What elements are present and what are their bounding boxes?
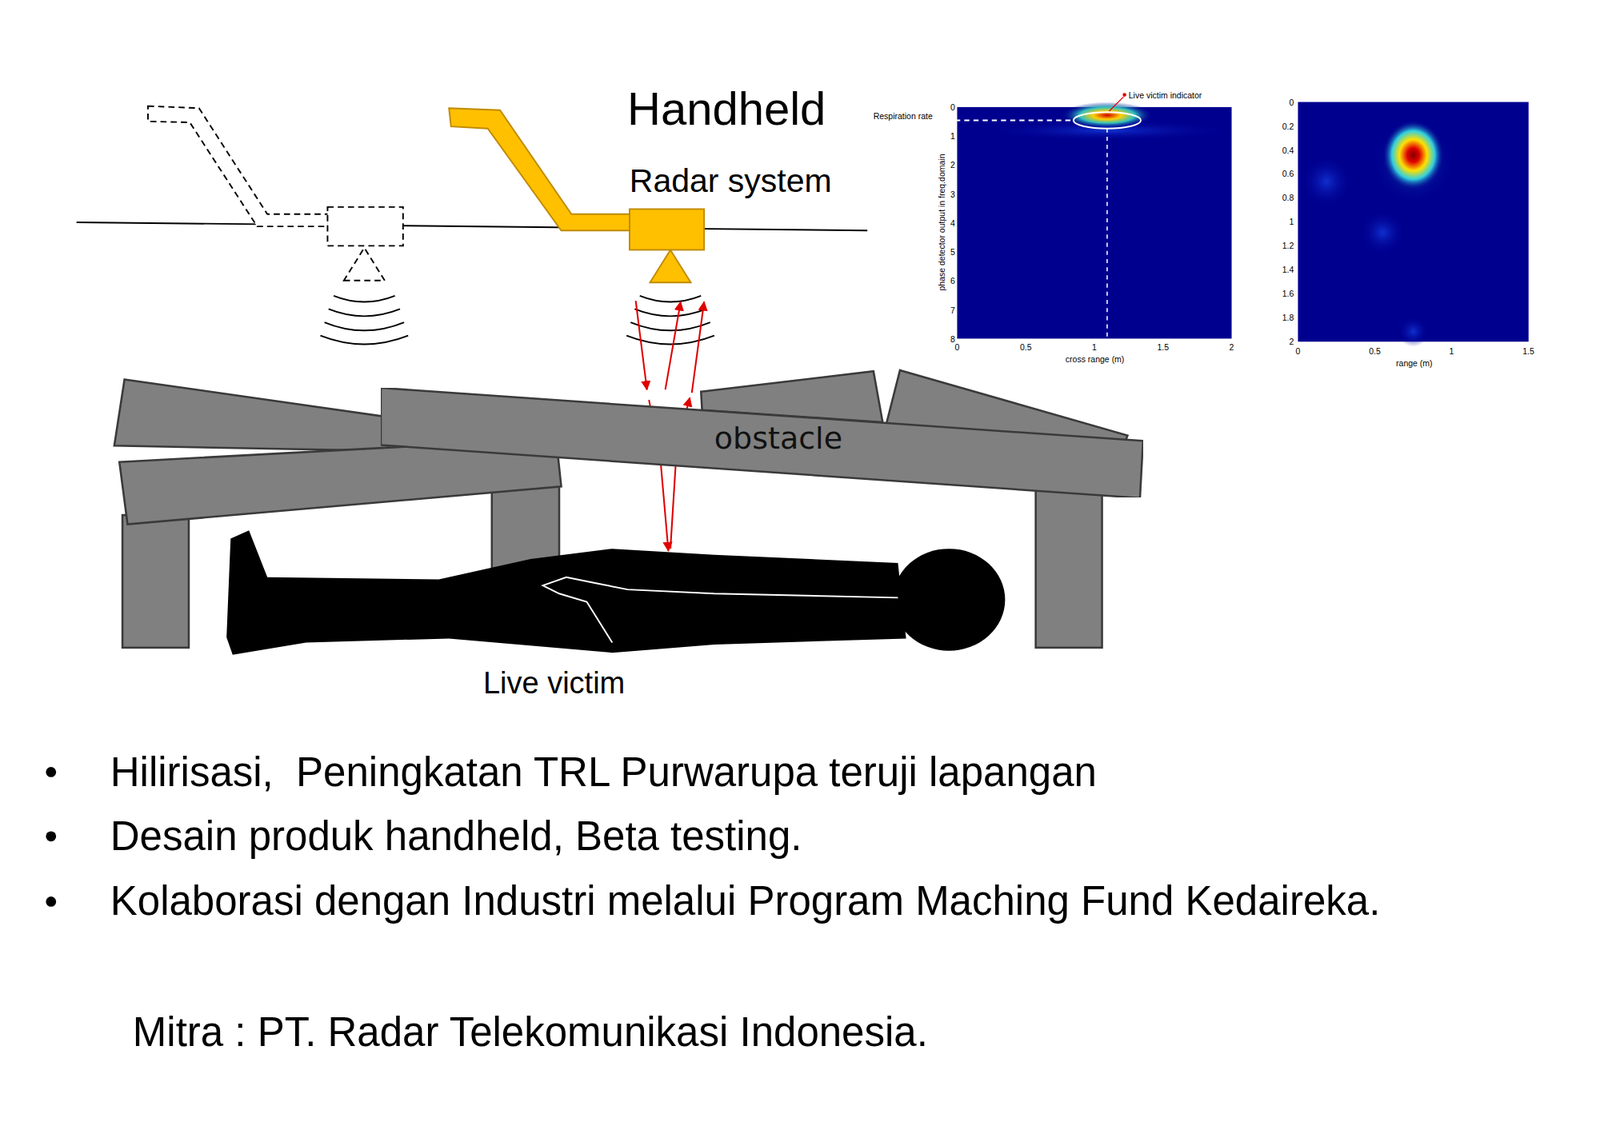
plot-label: 0.4 [1282,144,1295,155]
plot-label: 1.6 [1282,288,1295,299]
plot-label: 0 [955,342,960,352]
plot-label: 0.5 [1020,342,1032,352]
plot-label: 5 [950,247,956,257]
plot-label: 1.2 [1282,240,1295,251]
plot-label: 7 [950,304,956,315]
node-text: obstacle [714,420,843,456]
radar-waves [320,296,715,345]
figure-label: Handheld [627,82,826,136]
plot-label: 1 [1449,346,1455,356]
plot-label: Respiration rate [873,111,933,121]
bullet-dots [45,767,56,908]
figure-label: Radar system [629,162,832,200]
plot-label: 3 [950,189,956,200]
plot-label: 1.5 [1522,346,1535,356]
handheld-ghost [148,106,404,281]
plot-label: 1.5 [1156,342,1169,352]
plot-label: 0.8 [1282,192,1295,203]
plot-label: 1 [1289,216,1295,227]
plot-label: 0.5 [1368,346,1381,356]
plot-label: cross range (m) [1065,354,1125,364]
figure-label: Live victim [483,666,625,702]
obstacle-slab: obstacle [380,388,1144,499]
plot-label: range (m) [1396,358,1433,368]
bullet-text: Kolaborasi dengan Industri melalui Progr… [110,870,1441,933]
plot-label: 0.2 [1282,120,1295,131]
heatmap-respiration [936,92,1232,339]
bullet-text: Desain produk handheld, Beta testing. [110,813,803,861]
plot-label: 2 [1289,336,1295,347]
plot-label: 1.4 [1282,264,1295,275]
plot-label: 0.6 [1282,168,1295,179]
plot-label: 0 [950,102,956,112]
plot-label: 2 [950,160,956,170]
plot-label: 1 [950,131,956,141]
plot-label: phase detector output in freq.domain [936,154,947,292]
plot-label: 4 [950,218,956,228]
plot-label: 0 [1296,346,1301,356]
plot-label: 2 [1229,342,1235,352]
plot-label: 0 [1289,97,1295,108]
plot-label: 8 [950,334,956,344]
victim-silhouette [226,530,1005,656]
bullet-text: Mitra : PT. Radar Telekomunikasi Indones… [132,1008,928,1056]
bullet-text: Hilirisasi, Peningkatan TRL Purwarupa te… [110,748,1097,796]
heatmap-range [1297,102,1528,348]
plot-label: 1 [1092,342,1097,352]
plot-label: 1.8 [1282,312,1295,323]
plot-label: 6 [950,276,956,286]
plot-label: Live victim indicator [1128,90,1203,100]
